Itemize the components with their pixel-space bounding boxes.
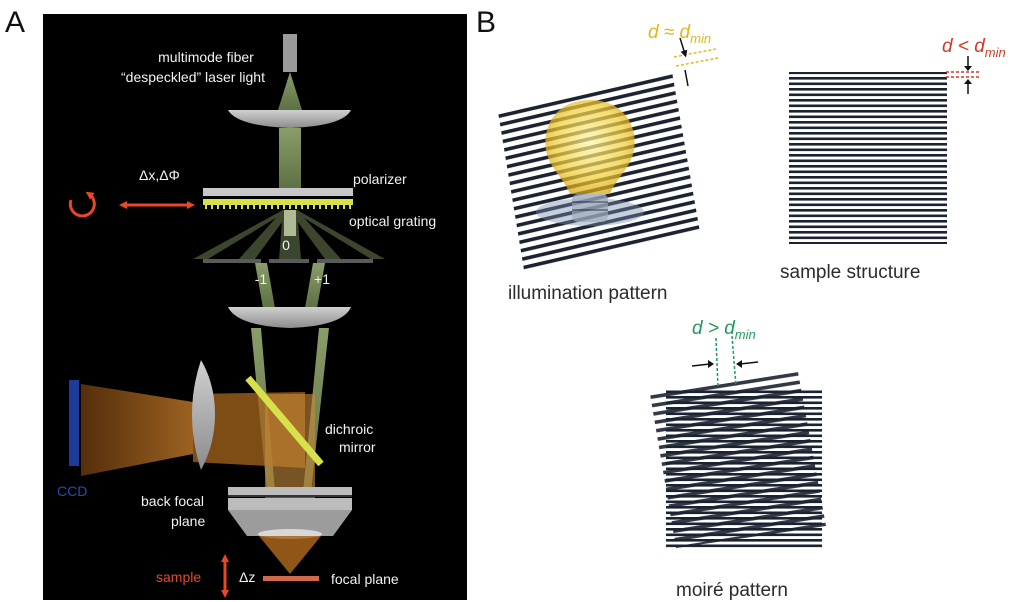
d-greater-arrow-left [691, 363, 711, 367]
illumination-label: illumination pattern [508, 283, 667, 304]
order-mask-center [269, 259, 309, 263]
objective [228, 487, 352, 539]
dichroic-mirror [245, 375, 324, 467]
optical-grating [203, 199, 353, 205]
sample-label: sample [156, 569, 201, 585]
ccd-lens [192, 360, 215, 470]
fiber-label-1: multimode fiber [158, 49, 254, 65]
fiber-tip [283, 34, 297, 72]
d-less-arrowhead-top [964, 66, 972, 71]
focal-plane-label: focal plane [331, 571, 399, 587]
grating-teeth [205, 205, 351, 209]
shift-label: Δx,ΔΦ [139, 167, 180, 183]
d-greater-guide-1 [715, 337, 719, 389]
moire-diagram: d ≈ dmin d < dmin d > dmin illumination … [498, 22, 1006, 601]
d-approx-guide-1 [673, 48, 717, 58]
polarizer-label: polarizer [353, 171, 407, 187]
collimated-beam [279, 128, 301, 190]
focal-plane-bar [263, 576, 319, 581]
d-less-label: d < dmin [942, 36, 1006, 60]
order-plus1-label: +1 [314, 271, 330, 287]
minus1-beam [255, 263, 275, 308]
ccd-label: CCD [57, 483, 87, 499]
zero-order-glow [284, 210, 296, 236]
d-approx-guide-2 [675, 57, 719, 67]
moire-label: moiré pattern [676, 580, 788, 601]
emission-to-ccd [81, 384, 193, 476]
plus1-beam [305, 263, 325, 308]
panel-a-letter: A [5, 6, 26, 39]
dichroic-label-1: dichroic [325, 421, 373, 437]
d-greater-arrow-right [739, 361, 759, 365]
dichroic-label-2: mirror [339, 439, 376, 455]
microscope-schematic-panel: multimode fiber “despeckled” laser light… [43, 14, 467, 600]
collimator-lens [228, 110, 351, 128]
bfp-label-2: plane [171, 513, 205, 529]
input-beam [278, 72, 302, 110]
d-less-arrowhead-bottom [964, 79, 972, 84]
bfp-label-1: back focal [141, 493, 204, 509]
microscope-schematic: multimode fiber “despeckled” laser light… [57, 34, 436, 598]
order-minus1-label: -1 [255, 271, 268, 287]
order-mask-right [317, 259, 373, 263]
tube-lens [228, 307, 351, 328]
illumination-pattern [498, 72, 700, 270]
d-greater-label: d > dmin [692, 318, 756, 342]
d-greater-arrowhead-right [736, 360, 742, 368]
ccd-detector [69, 380, 79, 466]
order-mask-left [203, 259, 261, 263]
focus-cone [259, 536, 321, 574]
light-bulb-icon [536, 100, 644, 226]
sample-structure-label: sample structure [780, 262, 920, 283]
fiber-label-2: “despeckled” laser light [121, 69, 265, 85]
d-greater-guide-2 [731, 335, 737, 387]
d-approx-arrow-top [679, 37, 688, 58]
rotate-arrow-icon [68, 191, 96, 218]
d-approx-label: d ≈ dmin [648, 22, 711, 46]
d-approx-arrow-bottom [684, 69, 689, 87]
dz-label: Δz [239, 569, 255, 585]
order-0-label: 0 [282, 237, 290, 253]
grating-label: optical grating [349, 213, 436, 229]
d-greater-arrowhead-left [708, 360, 714, 368]
sample-structure [789, 72, 947, 244]
polarizer [203, 188, 353, 196]
panel-b-letter: B [476, 6, 497, 39]
moire-pattern [650, 372, 826, 550]
